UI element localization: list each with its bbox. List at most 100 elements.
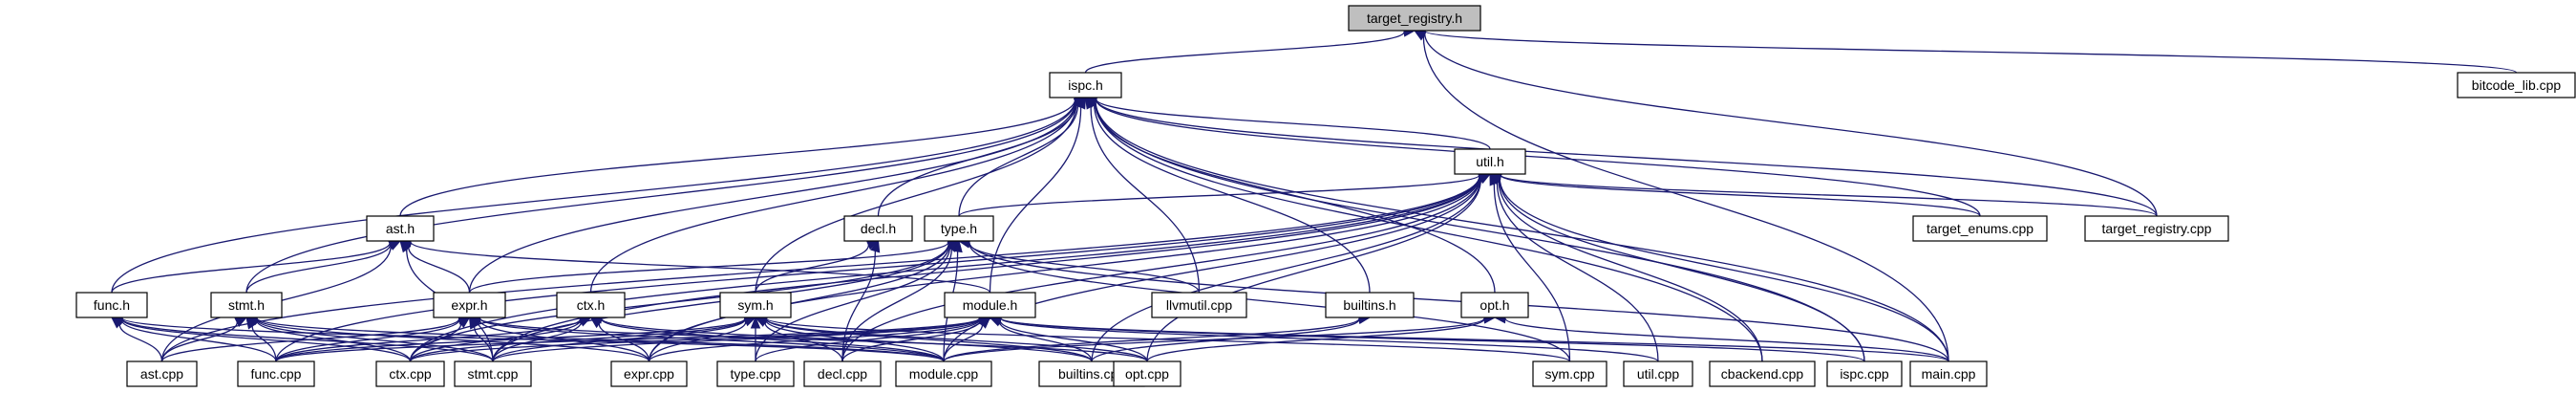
node-box[interactable] [610, 360, 688, 387]
node-box[interactable] [210, 292, 283, 318]
node-box[interactable] [944, 292, 1036, 318]
edge-ispc_h-to-util_h [1095, 98, 1491, 150]
node-type-cpp[interactable]: type.cpp [716, 360, 795, 387]
node-box[interactable] [237, 360, 315, 387]
node-target-registry-h[interactable]: target_registry.h [1348, 5, 1481, 32]
node-module-h[interactable]: module.h [944, 292, 1036, 318]
node-sym-cpp[interactable]: sym.cpp [1532, 360, 1607, 387]
edge-stmt_h-to-func_cpp [251, 326, 277, 362]
node-llvmutil-cpp[interactable]: llvmutil.cpp [1151, 292, 1247, 318]
node-box[interactable] [803, 360, 882, 387]
edge-type_h-to-sym_cpp [969, 243, 1571, 362]
node-box[interactable] [1623, 360, 1693, 387]
edge-arrow-expr_h-to-ctx_cpp [458, 317, 471, 329]
node-stmt-cpp[interactable]: stmt.cpp [454, 360, 532, 387]
node-cbackend-cpp[interactable]: cbackend.cpp [1709, 360, 1816, 387]
node-label: func.h [94, 297, 130, 313]
node-label: bitcode_lib.cpp [2472, 77, 2562, 93]
node-label: type.cpp [731, 366, 781, 382]
node-box[interactable] [719, 292, 792, 318]
edge-sym_h-to-ctx_cpp [409, 317, 746, 362]
edge-ispc_h-to-sym_h [755, 102, 1077, 294]
node-opt-h[interactable]: opt.h [1460, 292, 1529, 318]
node-ast-h[interactable]: ast.h [366, 215, 435, 242]
node-box[interactable] [1912, 215, 2048, 242]
edge-sym_h-to-sym_cpp [765, 317, 1571, 362]
node-box[interactable] [716, 360, 795, 387]
node-box[interactable] [2084, 215, 2229, 242]
node-box[interactable] [126, 360, 198, 387]
node-type-h[interactable]: type.h [924, 215, 994, 242]
node-opt-cpp[interactable]: opt.cpp [1113, 360, 1182, 387]
node-box[interactable] [1909, 360, 1988, 387]
edge-type_h-to-type_cpp [755, 246, 951, 362]
edge-ctx_h-to-builtins_cpp [600, 317, 1093, 362]
node-box[interactable] [75, 292, 148, 318]
node-ctx-h[interactable]: ctx.h [556, 292, 626, 318]
edge-ispc_h-to-ctx_h [589, 101, 1076, 294]
node-box[interactable] [1709, 360, 1816, 387]
edge-ast_h-to-stmt_h [245, 244, 392, 294]
node-decl-h[interactable]: decl.h [843, 215, 913, 242]
node-target-registry-cpp[interactable]: target_registry.cpp [2084, 215, 2229, 242]
node-box[interactable] [1460, 292, 1529, 318]
node-box[interactable] [433, 292, 506, 318]
edge-arrow-target_registry_h-to-main_cpp [1413, 30, 1427, 41]
node-box[interactable] [454, 360, 532, 387]
node-box[interactable] [1049, 72, 1122, 98]
node-sym-h[interactable]: sym.h [719, 292, 792, 318]
node-box[interactable] [1532, 360, 1607, 387]
node-builtins-h[interactable]: builtins.h [1325, 292, 1415, 318]
node-box[interactable] [1348, 5, 1481, 32]
edge-util_h-to-target_registry_cpp [1500, 174, 2158, 217]
node-decl-cpp[interactable]: decl.cpp [803, 360, 882, 387]
node-box[interactable] [924, 215, 994, 242]
edge-expr_h-to-module_cpp [479, 317, 945, 362]
node-box[interactable] [2457, 72, 2576, 98]
node-label: util.h [1476, 154, 1504, 169]
node-box[interactable] [1113, 360, 1182, 387]
edge-func_h-to-module_cpp [121, 317, 945, 362]
edge-arrow-sym_h-to-type_cpp [750, 316, 761, 329]
node-box[interactable] [556, 292, 626, 318]
node-box[interactable] [1325, 292, 1415, 318]
edge-sym_h-to-builtins_cpp [765, 317, 1093, 362]
node-box[interactable] [895, 360, 992, 387]
edge-func_h-to-ast_cpp [118, 324, 163, 362]
edge-ispc_h-to-expr_h [468, 100, 1076, 294]
node-util-h[interactable]: util.h [1454, 148, 1526, 175]
node-box[interactable] [1826, 360, 1903, 387]
edge-ispc_h-to-stmt_h [245, 99, 1076, 294]
node-label: target_registry.cpp [2102, 221, 2212, 236]
edge-ast_h-to-expr_h [408, 247, 471, 294]
node-func-cpp[interactable]: func.cpp [237, 360, 315, 387]
edge-sym_h-to-opt_cpp [765, 317, 1148, 362]
node-ispc-cpp[interactable]: ispc.cpp [1826, 360, 1903, 387]
node-label: cbackend.cpp [1721, 366, 1804, 382]
edge-opt_h-to-module_cpp [943, 317, 1485, 362]
node-box[interactable] [1151, 292, 1247, 318]
node-ctx-cpp[interactable]: ctx.cpp [375, 360, 445, 387]
node-bitcode-lib-cpp[interactable]: bitcode_lib.cpp [2457, 72, 2576, 98]
node-box[interactable] [843, 215, 913, 242]
node-expr-cpp[interactable]: expr.cpp [610, 360, 688, 387]
node-target-enums-cpp[interactable]: target_enums.cpp [1912, 215, 2048, 242]
edge-sym_h-to-module_cpp [765, 319, 945, 362]
node-expr-h[interactable]: expr.h [433, 292, 506, 318]
edge-target_registry_h-to-bitcode_lib_cpp [1424, 30, 2518, 74]
node-util-cpp[interactable]: util.cpp [1623, 360, 1693, 387]
node-box[interactable] [375, 360, 445, 387]
node-ast-cpp[interactable]: ast.cpp [126, 360, 198, 387]
node-main-cpp[interactable]: main.cpp [1909, 360, 1988, 387]
node-module-cpp[interactable]: module.cpp [895, 360, 992, 387]
edge-util_h-to-builtins_cpp [1091, 178, 1481, 362]
node-label: type.h [941, 221, 977, 236]
edge-util_h-to-ispc_cpp [1499, 178, 1865, 362]
edge-func_h-to-ctx_cpp [121, 318, 412, 362]
node-ispc-h[interactable]: ispc.h [1049, 72, 1122, 98]
node-box[interactable] [366, 215, 435, 242]
edge-stmt_h-to-module_cpp [256, 317, 945, 362]
node-stmt-h[interactable]: stmt.h [210, 292, 283, 318]
node-func-h[interactable]: func.h [75, 292, 148, 318]
node-box[interactable] [1454, 148, 1526, 175]
